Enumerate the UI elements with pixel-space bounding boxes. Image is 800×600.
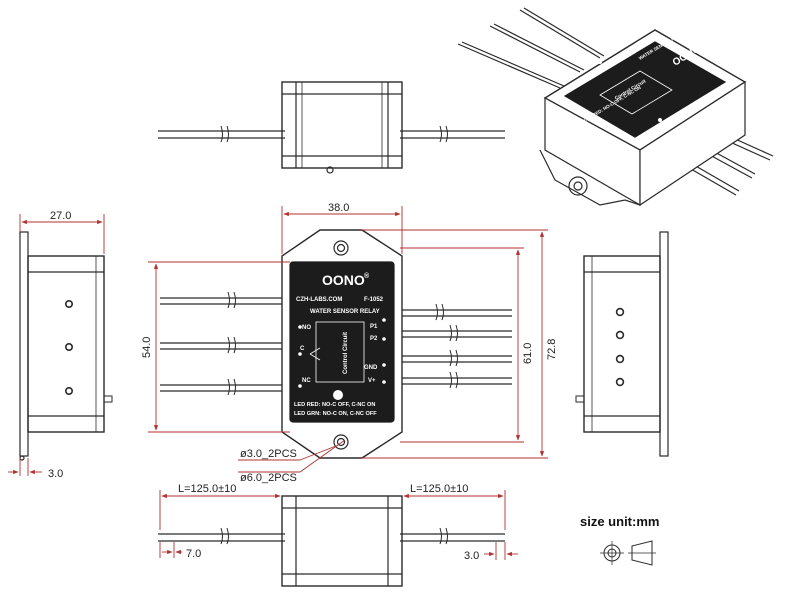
model-text: F-1052 bbox=[364, 297, 384, 303]
dim-lead-right: L=125.0±10 bbox=[410, 483, 468, 495]
dim-hole-small: ø3.0_2PCS bbox=[240, 448, 297, 460]
dimension-lines bbox=[8, 206, 548, 560]
top-view bbox=[158, 81, 505, 174]
terminal-p1: P1 bbox=[370, 324, 378, 330]
terminal-c: C bbox=[300, 346, 305, 352]
isometric-view bbox=[457, 7, 774, 207]
left-side-view bbox=[19, 231, 113, 461]
terminal-vplus: V+ bbox=[368, 378, 376, 384]
dim-depth-27: 27.0 bbox=[50, 210, 71, 222]
led-red-text: LED RED: NO-C OFF, C-NC ON bbox=[294, 402, 375, 408]
bottom-view bbox=[158, 495, 505, 587]
dim-height-72-8: 72.8 bbox=[546, 339, 558, 360]
dim-hole-large: ø6.0_2PCS bbox=[240, 472, 297, 484]
terminal-p2: P2 bbox=[370, 336, 378, 342]
size-unit-label: size unit:mm bbox=[580, 514, 659, 529]
dim-strip-3: 3.0 bbox=[464, 550, 479, 562]
brand-registered: ® bbox=[364, 272, 370, 280]
dim-base-3-left: 3.0 bbox=[48, 468, 63, 480]
front-view bbox=[160, 229, 512, 459]
dim-strip-7: 7.0 bbox=[186, 548, 201, 560]
right-side-view bbox=[575, 231, 669, 457]
dim-width-38: 38.0 bbox=[328, 202, 349, 214]
terminal-nc: NC bbox=[302, 378, 311, 384]
dim-height-61: 61.0 bbox=[522, 343, 534, 364]
terminal-no: NO bbox=[302, 325, 311, 331]
website-text: CZH-LABS.COM bbox=[296, 297, 342, 303]
device-title: WATER SENSOR RELAY bbox=[310, 309, 380, 315]
dim-lead-left: L=125.0±10 bbox=[178, 483, 236, 495]
led-grn-text: LED GRN: NO-C ON, C-NC OFF bbox=[294, 411, 377, 417]
control-circuit-text: Control Circuit bbox=[343, 332, 349, 374]
brand-logo: OONO bbox=[322, 272, 365, 288]
dim-height-54: 54.0 bbox=[141, 337, 153, 358]
terminal-gnd: GND bbox=[364, 365, 378, 371]
projection-symbol-icon bbox=[600, 540, 656, 566]
